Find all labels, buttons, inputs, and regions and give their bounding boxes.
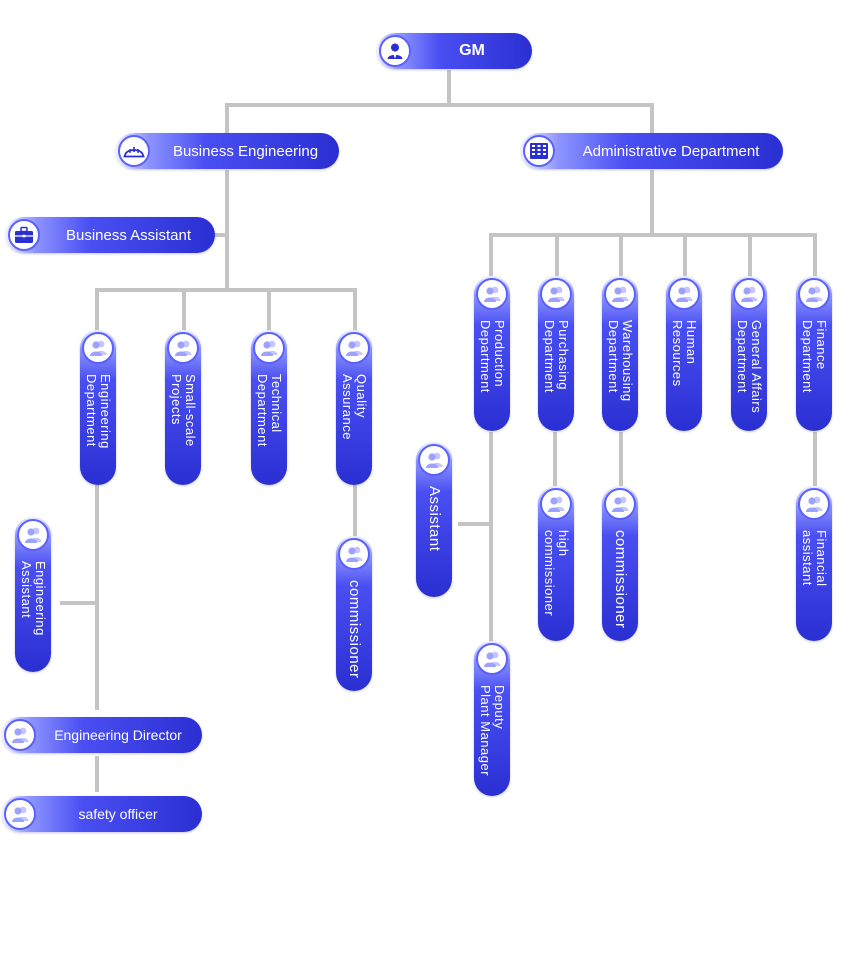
node-label: Production Department bbox=[478, 320, 507, 393]
connector bbox=[619, 432, 623, 486]
people-icon bbox=[798, 488, 830, 520]
connector bbox=[555, 233, 559, 277]
connector bbox=[650, 170, 654, 236]
node-financial-assistant: Financial assistant bbox=[796, 486, 832, 641]
connector bbox=[95, 288, 99, 332]
node-label: Engineering Director bbox=[54, 727, 182, 743]
node-label: Technical Department bbox=[255, 374, 284, 447]
node-purchasing-department: Purchasing Department bbox=[538, 276, 574, 431]
people-icon bbox=[338, 332, 370, 364]
node-technical-department: Technical Department bbox=[251, 330, 287, 485]
node-label: Financial assistant bbox=[800, 530, 829, 587]
connector bbox=[60, 601, 97, 605]
node-warehousing-department: Warehousing Department bbox=[602, 276, 638, 431]
people-icon bbox=[4, 798, 36, 830]
people-icon bbox=[604, 488, 636, 520]
connector bbox=[650, 103, 654, 133]
node-engineering-director: Engineering Director bbox=[2, 717, 202, 753]
people-icon bbox=[798, 278, 830, 310]
connector bbox=[212, 233, 228, 237]
node-small-scale-projects: Small-scale Projects bbox=[165, 330, 201, 485]
node-label: Finance Department bbox=[800, 320, 829, 393]
node-high-commissioner: high commissioner bbox=[538, 486, 574, 641]
node-engineering-assistant: Engineering Assistant bbox=[15, 517, 51, 672]
node-label: commissioner bbox=[346, 580, 363, 679]
node-label: Warehousing Department bbox=[606, 320, 635, 402]
node-label: General Affairs Department bbox=[735, 320, 764, 414]
connector bbox=[553, 432, 557, 486]
people-icon bbox=[253, 332, 285, 364]
people-icon bbox=[17, 519, 49, 551]
connector bbox=[458, 522, 491, 526]
people-icon bbox=[604, 278, 636, 310]
connector bbox=[813, 233, 817, 277]
node-finance-department: Finance Department bbox=[796, 276, 832, 431]
node-label: safety officer bbox=[78, 806, 158, 822]
people-icon bbox=[82, 332, 114, 364]
briefcase-icon bbox=[8, 219, 40, 251]
connector bbox=[95, 288, 357, 292]
node-label: Quality Assurance bbox=[340, 374, 369, 440]
connector bbox=[619, 233, 623, 277]
people-icon bbox=[476, 643, 508, 675]
node-production-department: Production Department bbox=[474, 276, 510, 431]
building-icon bbox=[523, 135, 555, 167]
connector bbox=[225, 103, 229, 133]
people-icon bbox=[4, 719, 36, 751]
node-label: GM bbox=[459, 42, 485, 59]
node-engineering-department: Engineering Department bbox=[80, 330, 116, 485]
node-label: Administrative Department bbox=[582, 142, 760, 160]
node-human-resources: Human Resources bbox=[666, 276, 702, 431]
node-general-affairs-department: General Affairs Department bbox=[731, 276, 767, 431]
people-icon bbox=[338, 538, 370, 570]
connector bbox=[95, 756, 99, 792]
connector bbox=[489, 233, 817, 237]
node-label: Engineering Department bbox=[84, 374, 113, 449]
connector bbox=[489, 432, 493, 642]
connector bbox=[813, 432, 817, 486]
people-icon bbox=[733, 278, 765, 310]
node-deputy-plant-manager: Deputy Plant Manager bbox=[474, 641, 510, 796]
user-icon bbox=[379, 35, 411, 67]
people-icon bbox=[540, 488, 572, 520]
node-label: Human Resources bbox=[670, 320, 699, 387]
people-icon bbox=[167, 332, 199, 364]
connector bbox=[225, 103, 654, 107]
node-warehousing-commissioner: commissioner bbox=[602, 486, 638, 641]
connector bbox=[267, 288, 271, 332]
connector bbox=[353, 485, 357, 537]
connector bbox=[353, 288, 357, 332]
people-icon bbox=[668, 278, 700, 310]
connector bbox=[447, 70, 451, 106]
people-icon bbox=[540, 278, 572, 310]
connector bbox=[182, 288, 186, 332]
node-label: Purchasing Department bbox=[542, 320, 571, 393]
connector bbox=[489, 233, 493, 277]
node-label: Assistant bbox=[426, 486, 443, 552]
node-label: Business Engineering bbox=[172, 142, 319, 160]
connector bbox=[95, 485, 99, 710]
connector bbox=[683, 233, 687, 277]
node-label: Small-scale Projects bbox=[169, 374, 198, 447]
node-label: Business Assistant bbox=[65, 226, 192, 244]
node-quality-assurance: Quality Assurance bbox=[336, 330, 372, 485]
node-label: Engineering Assistant bbox=[19, 561, 48, 636]
node-business-assistant: Business Assistant bbox=[6, 217, 215, 253]
node-label: high commissioner bbox=[542, 530, 571, 617]
node-label: Deputy Plant Manager bbox=[478, 685, 507, 777]
connector bbox=[748, 233, 752, 277]
node-qa-commissioner: commissioner bbox=[336, 536, 372, 691]
node-business-engineering: Business Engineering bbox=[116, 133, 339, 169]
node-label: commissioner bbox=[612, 530, 629, 629]
hard-hat-icon bbox=[118, 135, 150, 167]
node-administrative-department: Administrative Department bbox=[521, 133, 783, 169]
node-assistant: Assistant bbox=[416, 442, 452, 597]
people-icon bbox=[418, 444, 450, 476]
node-gm: GM bbox=[377, 33, 532, 69]
people-icon bbox=[476, 278, 508, 310]
node-safety-officer: safety officer bbox=[2, 796, 202, 832]
connector bbox=[225, 170, 229, 292]
